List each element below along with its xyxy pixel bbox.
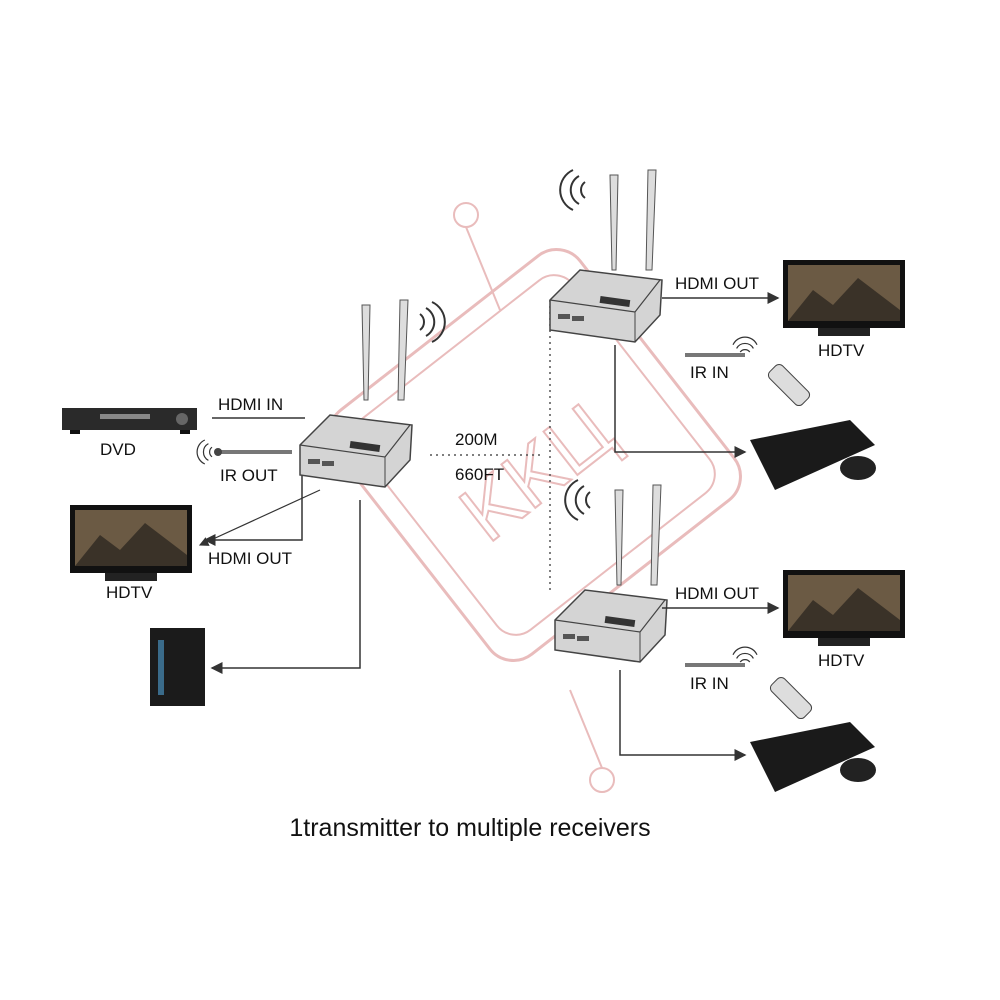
transmitter-waves-icon xyxy=(419,301,446,343)
distance-m-label: 200M xyxy=(455,430,498,449)
receiver-2-device-icon xyxy=(554,484,668,663)
rx1-hdmi-out-label: HDMI OUT xyxy=(675,274,759,293)
hdmi-out-left-label: HDMI OUT xyxy=(208,549,292,568)
rx1-keyboard-icon xyxy=(750,420,876,490)
hdtv-left-label: HDTV xyxy=(106,583,153,602)
diagram-caption: 1transmitter to multiple receivers xyxy=(289,814,650,842)
rx2-keyboard-icon xyxy=(750,722,876,792)
receiver-1-device-icon xyxy=(549,169,663,343)
ir-out-label: IR OUT xyxy=(220,466,278,485)
rx1-hdtv-label: HDTV xyxy=(818,341,865,360)
rx1-ir-in-label: IR IN xyxy=(690,363,729,382)
rx2-ir-in-label: IR IN xyxy=(690,674,729,693)
rx2-hdtv-icon xyxy=(783,570,905,646)
rx2-remote-icon xyxy=(767,674,815,722)
rx1-remote-icon xyxy=(765,361,813,409)
dvd-player-icon xyxy=(62,408,197,434)
rx2-ir-waves-icon xyxy=(732,646,758,663)
rx2-hdtv-label: HDTV xyxy=(818,651,865,670)
rx1-hdtv-icon xyxy=(783,260,905,336)
pc-tower-icon xyxy=(150,628,205,706)
distance-ft-label: 660FT xyxy=(455,465,504,484)
rx2-hdmi-out-label: HDMI OUT xyxy=(675,584,759,603)
hdmi-in-label: HDMI IN xyxy=(218,395,283,414)
hdtv-left-icon xyxy=(70,505,192,581)
rx1-ir-waves-icon xyxy=(732,336,758,353)
ir-out-waves-icon xyxy=(196,439,213,465)
dvd-label: DVD xyxy=(100,440,136,459)
receiver-1-waves-icon xyxy=(559,169,586,211)
